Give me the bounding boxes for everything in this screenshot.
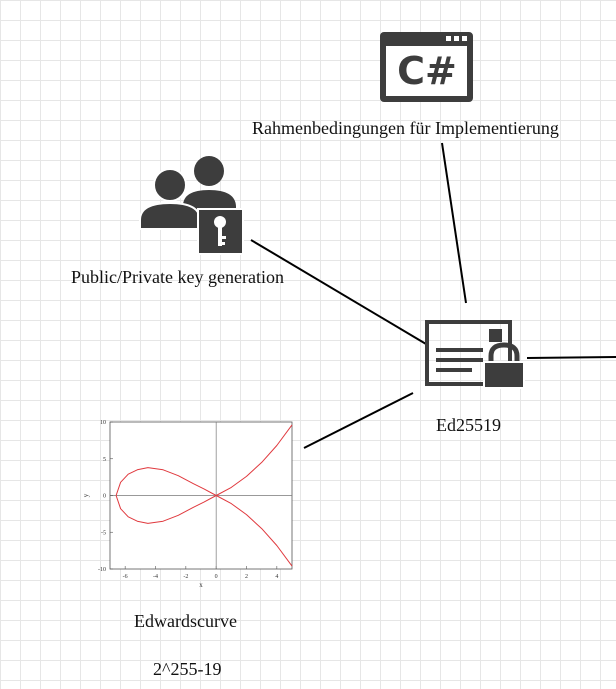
edge-curve-ed25519 — [303, 392, 414, 449]
x-tick-label: 0 — [215, 574, 218, 580]
edge-ed25519-right — [526, 356, 616, 359]
x-axis-label: x — [199, 581, 203, 589]
y-tick-label: 0 — [103, 494, 106, 500]
x-tick-label: 4 — [275, 574, 278, 580]
y-tick-label: -5 — [101, 530, 106, 536]
curve-series-2 — [115, 495, 293, 567]
x-tick-label: 2 — [245, 574, 248, 580]
chart-axes — [109, 421, 293, 570]
chart-ticks: -6 -4 -2 0 2 4 10 5 0 -5 -10 — [98, 420, 278, 580]
x-tick-label: -2 — [183, 574, 188, 580]
certificate-lock-icon[interactable] — [425, 320, 525, 389]
csharp-window-icon — [380, 32, 473, 102]
csharp-node[interactable]: C# — [380, 32, 474, 104]
y-tick-label: 10 — [100, 420, 106, 426]
curve-label: Edwardscurve — [134, 611, 237, 631]
edge-csharp-ed25519 — [441, 142, 467, 304]
csharp-icon-text: C# — [397, 49, 457, 93]
y-axis-label: y — [82, 493, 90, 497]
ed25519-label: Ed25519 — [436, 415, 501, 435]
x-tick-label: -4 — [153, 574, 158, 580]
users-key-icon[interactable] — [139, 154, 244, 255]
csharp-label: Rahmenbedingungen für Implementierung — [252, 118, 559, 138]
chart-series — [115, 424, 293, 567]
keygen-label: Public/Private key generation — [71, 267, 284, 287]
y-tick-label: -10 — [98, 567, 106, 573]
edwards-curve-chart[interactable]: -6 -4 -2 0 2 4 10 5 0 -5 -10 x y — [80, 418, 300, 598]
y-tick-label: 5 — [103, 457, 106, 463]
x-tick-label: -6 — [123, 574, 128, 580]
curve-series-1 — [115, 424, 293, 496]
edge-keygen-ed25519 — [250, 239, 427, 345]
curve-sublabel: 2^255-19 — [153, 659, 222, 679]
